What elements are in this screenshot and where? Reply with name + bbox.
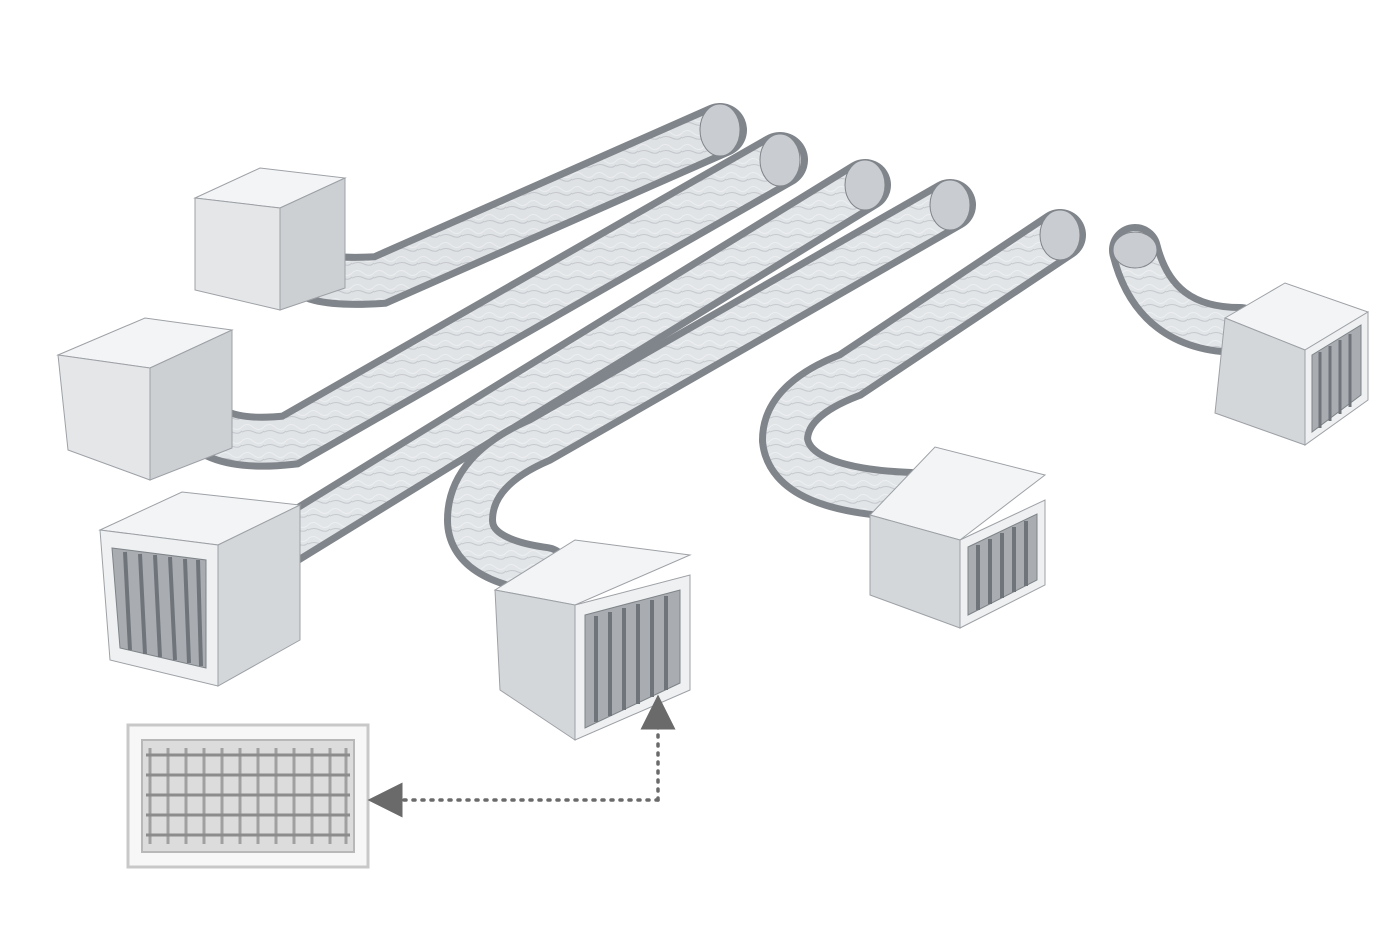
grille-box-right xyxy=(869,446,1047,629)
plain-box-back-left xyxy=(193,167,347,311)
duct-6 xyxy=(1109,224,1266,356)
grille-box-center xyxy=(493,539,692,741)
grille-box-front-left xyxy=(98,491,302,687)
inset-grille-detail xyxy=(126,723,370,869)
grille-box-far-right xyxy=(1214,282,1370,446)
duct-5 xyxy=(758,209,1086,521)
callout-arrow xyxy=(367,694,676,818)
plain-box-middle-left xyxy=(56,317,234,481)
duct-3 xyxy=(254,159,891,571)
duct-4 xyxy=(443,179,976,596)
